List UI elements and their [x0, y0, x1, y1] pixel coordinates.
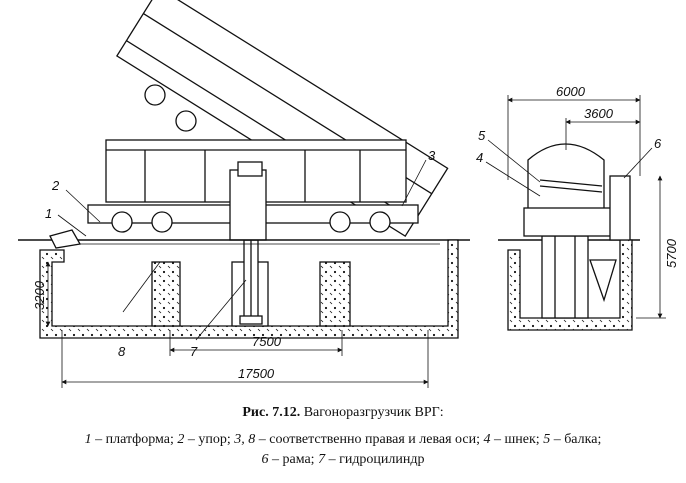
figure-title: Вагоноразгрузчик ВРГ: — [303, 405, 444, 420]
figure-legend: 1 – платформа; 2 – упор; 3, 8 – соответс… — [0, 430, 686, 470]
callout-7: 7 — [190, 344, 198, 359]
dim-7500: 7500 — [252, 334, 282, 349]
legend-num-4: 4 — [483, 432, 491, 447]
legend-text-2: – упор; — [184, 432, 235, 447]
wagon-wheels — [111, 211, 391, 233]
figure-caption: Рис. 7.12. Вагоноразгрузчик ВРГ: — [0, 405, 686, 421]
cross-section-callouts — [485, 139, 653, 197]
left-pier — [151, 261, 181, 327]
right-pier — [319, 261, 351, 327]
callout-4: 4 — [476, 150, 483, 165]
side-view-dimensions — [45, 261, 429, 388]
legend-num-1: 1 — [84, 432, 92, 447]
callout-5: 5 — [478, 128, 486, 143]
legend-text-6: – рама; — [268, 452, 319, 467]
callout-1: 1 — [45, 206, 52, 221]
legend-num-3-8: 3, 8 — [234, 432, 256, 447]
figure-number: Рис. 7.12. — [242, 405, 301, 420]
dim-3200: 3200 — [32, 280, 47, 310]
pit-walls — [39, 239, 459, 339]
side-view — [18, 0, 470, 339]
dim-6000: 6000 — [556, 84, 586, 99]
dim-3600: 3600 — [584, 106, 614, 121]
cross-section-dimensions — [507, 95, 666, 319]
legend-num-5: 5 — [543, 432, 551, 447]
dim-17500: 17500 — [238, 366, 275, 381]
cross-section-view — [498, 143, 640, 331]
wagon-cross-section — [527, 143, 605, 211]
dim-5700: 5700 — [664, 238, 679, 268]
hydraulic-cylinder — [239, 239, 263, 325]
callout-2: 2 — [51, 178, 60, 193]
legend-text-3-8: – соответственно правая и левая оси; — [255, 432, 484, 447]
side-view-callouts — [57, 159, 427, 341]
wagon-unloader-drawing: 1 2 3 8 7 3200 7500 17500 5 4 6 — [18, 0, 679, 388]
platform-roller — [144, 84, 166, 106]
platform-roller — [175, 110, 197, 132]
legend-text-7: – гидроцилиндр — [325, 452, 425, 467]
legend-text-5: – балка; — [550, 432, 602, 447]
legend-num-7: 7 — [318, 452, 326, 467]
legend-text-1: – платформа; — [91, 432, 178, 447]
callout-6: 6 — [654, 136, 662, 151]
legend-num-6: 6 — [261, 452, 269, 467]
callout-8: 8 — [118, 344, 126, 359]
stop — [49, 229, 82, 249]
callout-3: 3 — [428, 148, 436, 163]
legend-text-4: – шнек; — [490, 432, 544, 447]
legend-num-2: 2 — [177, 432, 185, 447]
